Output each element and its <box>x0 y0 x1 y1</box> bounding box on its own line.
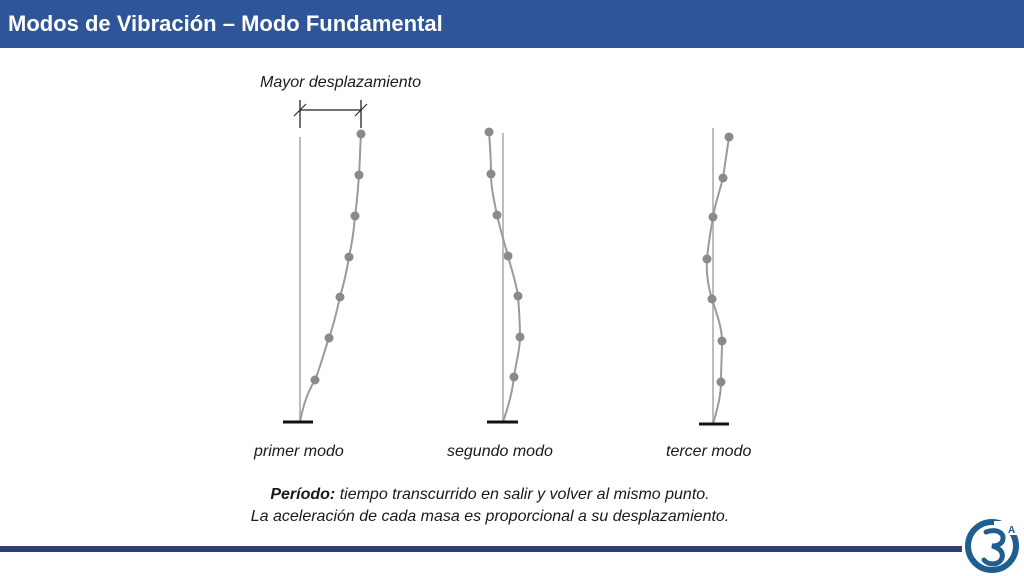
period-term: Período: <box>270 486 336 503</box>
dimension-slash-right <box>354 103 368 117</box>
mass-point <box>492 210 502 220</box>
period-definition: Período: tiempo transcurrido en salir y … <box>0 486 980 504</box>
displacement-dimension <box>293 100 368 128</box>
page-title: Modos de Vibración – Modo Fundamental <box>8 11 443 36</box>
mass-point <box>484 127 494 137</box>
dimension-slash-left <box>293 103 307 117</box>
mode-shape-curve <box>299 133 362 423</box>
third-mode-label: tercer modo <box>666 443 752 460</box>
mass-point <box>717 336 727 346</box>
second-mode-label: segundo modo <box>447 443 553 460</box>
mass-point <box>354 170 364 180</box>
mass-point <box>509 372 519 382</box>
mass-point <box>515 332 525 342</box>
mass-point <box>344 252 354 262</box>
mass-point <box>708 212 718 222</box>
first-mode-figure <box>283 129 366 424</box>
mass-point <box>335 292 345 302</box>
mass-point <box>513 291 523 301</box>
brand-logo-icon: A <box>965 519 1020 573</box>
title-bar: Modos de Vibración – Modo Fundamental <box>0 0 1024 48</box>
mass-point <box>718 173 728 183</box>
mass-point <box>356 129 366 139</box>
mass-point <box>702 254 712 264</box>
mass-point <box>503 251 513 261</box>
acceleration-note: La aceleración de cada masa es proporcio… <box>250 508 730 525</box>
third-mode-figure <box>699 128 734 426</box>
mass-point <box>707 294 717 304</box>
mass-point <box>310 375 320 385</box>
footer-bar <box>0 546 962 552</box>
mass-point <box>324 333 334 343</box>
svg-text:A: A <box>1008 525 1015 536</box>
first-mode-label: primer modo <box>254 443 344 460</box>
second-mode-figure <box>484 127 525 424</box>
displacement-label: Mayor desplazamiento <box>260 74 421 91</box>
mass-point <box>486 169 496 179</box>
mass-point <box>716 377 726 387</box>
mass-point <box>724 132 734 142</box>
period-text: tiempo transcurrido en salir y volver al… <box>335 486 710 503</box>
mass-point <box>350 211 360 221</box>
